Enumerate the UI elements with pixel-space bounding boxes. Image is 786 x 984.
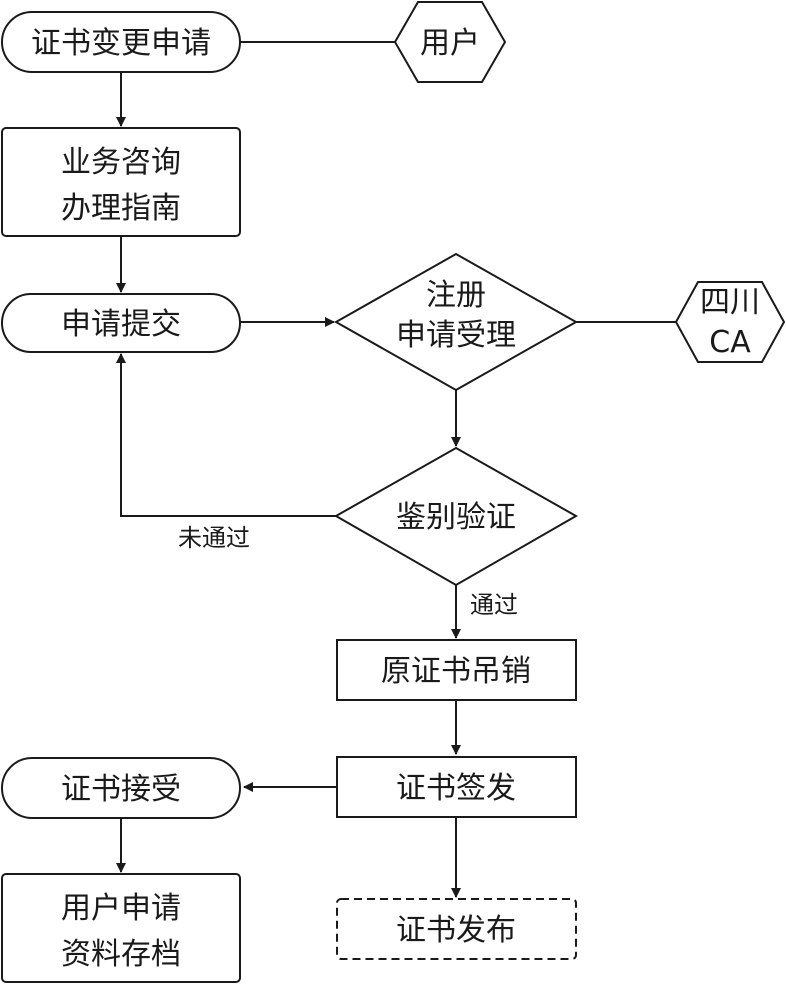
node-revoke-original-label: 原证书吊销	[381, 654, 531, 689]
label-not-passed: 未通过	[178, 524, 250, 552]
node-business-consult: 业务咨询 办理指南	[1, 127, 241, 237]
node-sichuan-ca: 四川 CA	[674, 281, 786, 363]
arrow-verify-fail-to-submit	[116, 353, 336, 517]
node-user-actor-label: 用户	[420, 26, 480, 61]
node-revoke-original: 原证书吊销	[336, 639, 577, 701]
node-archive: 用户申请 资料存档	[1, 873, 241, 983]
node-cert-issue: 证书签发	[336, 756, 577, 818]
node-register-accept-line-2: 申请受理	[396, 318, 516, 353]
node-cert-change-request: 证书变更申请	[1, 11, 241, 73]
node-verify-label: 鉴别验证	[396, 500, 516, 535]
label-passed: 通过	[470, 591, 518, 619]
node-archive-line-2: 资料存档	[61, 937, 181, 972]
node-sichuan-ca-line-2: CA	[709, 325, 751, 360]
node-submit-application-label: 申请提交	[61, 307, 181, 342]
node-cert-change-request-label: 证书变更申请	[31, 26, 211, 61]
connectors	[116, 41, 676, 898]
node-submit-application: 申请提交	[1, 293, 241, 353]
node-verify: 鉴别验证	[333, 446, 579, 587]
node-register-accept-line-1: 注册	[426, 278, 486, 313]
node-cert-issue-label: 证书签发	[396, 771, 516, 806]
node-user-actor: 用户	[393, 1, 507, 83]
node-register-accept: 注册 申请受理	[333, 252, 579, 392]
node-business-consult-line-1: 业务咨询	[61, 145, 181, 180]
node-cert-receive: 证书接受	[1, 757, 241, 819]
node-cert-publish: 证书发布	[336, 898, 577, 960]
node-sichuan-ca-line-1: 四川	[700, 285, 760, 320]
node-archive-line-1: 用户申请	[61, 891, 181, 926]
node-business-consult-line-2: 办理指南	[61, 191, 181, 226]
node-cert-receive-label: 证书接受	[61, 772, 181, 807]
node-cert-publish-label: 证书发布	[396, 913, 516, 948]
